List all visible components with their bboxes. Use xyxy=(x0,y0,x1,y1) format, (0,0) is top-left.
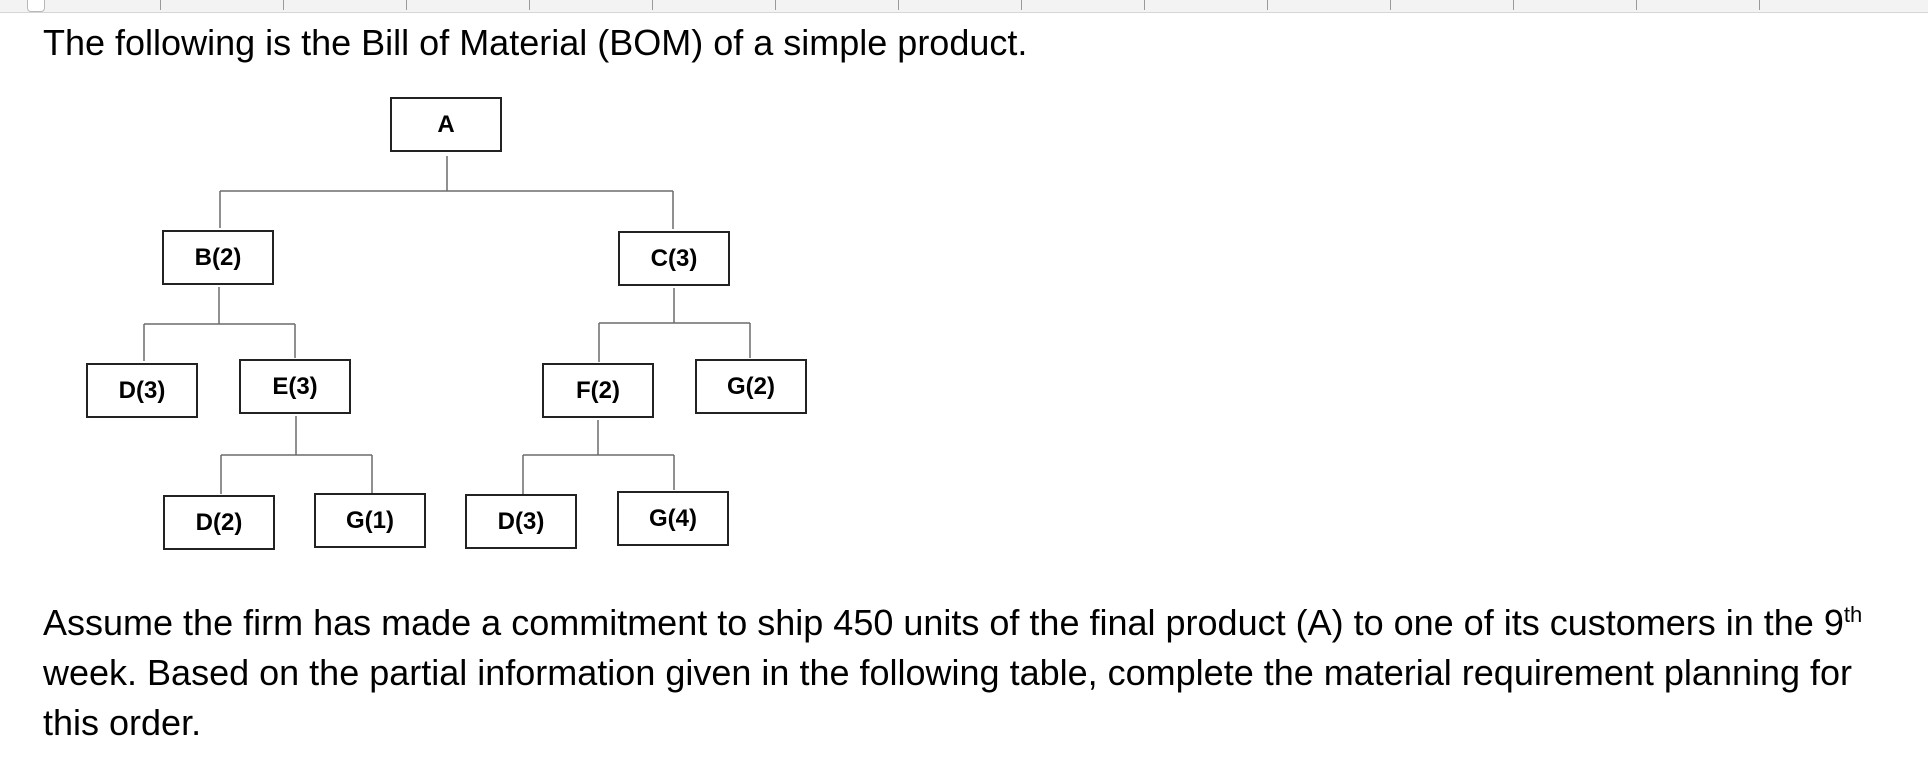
bom-node-d-under-e: D(2) xyxy=(163,495,275,550)
ordinal-superscript: th xyxy=(1843,602,1863,627)
ruler-tick xyxy=(1267,0,1268,10)
bom-node-g-under-c: G(2) xyxy=(695,359,807,414)
paragraph-text-start: Assume the firm has made a commitment to… xyxy=(43,602,1844,643)
paragraph-text-end: week. Based on the partial information g… xyxy=(43,652,1853,743)
bom-node-g-under-e: G(1) xyxy=(314,493,426,548)
ruler-tick xyxy=(529,0,530,10)
page-heading: The following is the Bill of Material (B… xyxy=(43,22,1028,63)
ruler-tick xyxy=(1636,0,1637,10)
bom-node-f: F(2) xyxy=(542,363,654,418)
ruler-tick xyxy=(1513,0,1514,10)
ruler-corner-marker xyxy=(27,0,45,12)
bom-node-e: E(3) xyxy=(239,359,351,414)
bom-node-c: C(3) xyxy=(618,231,730,286)
ruler-tick xyxy=(1759,0,1760,10)
ruler-tick xyxy=(283,0,284,10)
ruler-tick xyxy=(652,0,653,10)
bom-node-d-under-b: D(3) xyxy=(86,363,198,418)
bom-node-d-under-f: D(3) xyxy=(465,494,577,549)
ruler-bar xyxy=(0,0,1928,13)
ruler-tick xyxy=(160,0,161,10)
bom-node-b: B(2) xyxy=(162,230,274,285)
ruler-tick xyxy=(1021,0,1022,10)
bom-node-g-under-f: G(4) xyxy=(617,491,729,546)
ruler-tick xyxy=(1144,0,1145,10)
ruler-tick xyxy=(406,0,407,10)
ruler-tick xyxy=(1390,0,1391,10)
ruler-tick xyxy=(775,0,776,10)
instruction-paragraph: Assume the firm has made a commitment to… xyxy=(43,598,1903,748)
ruler-tick xyxy=(898,0,899,10)
bom-node-a: A xyxy=(390,97,502,152)
